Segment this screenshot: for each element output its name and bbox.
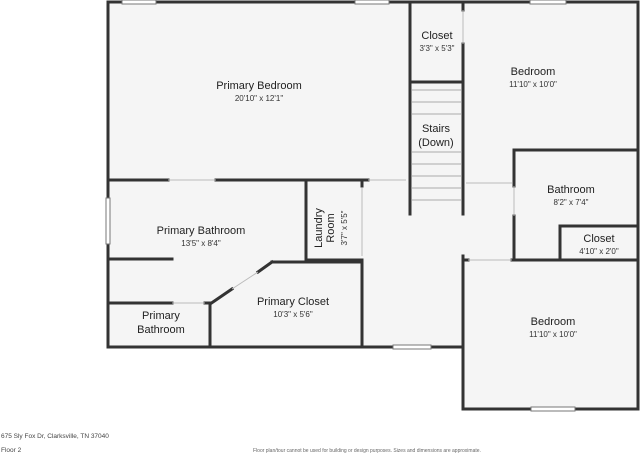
window (529, 0, 567, 5)
laundry-room-label: Laundry (313, 208, 325, 248)
closet-small-dims: 4'10" x 2'0" (579, 247, 619, 256)
windows (105, 0, 576, 412)
window (354, 0, 390, 5)
stair-treads (412, 89, 461, 201)
bedroom-bottom-label: Bedroom (531, 316, 576, 328)
primary-bathroom-small-label: Primary (142, 310, 180, 322)
closet-top-label: Closet (421, 30, 452, 42)
floor-label: Floor 2 (1, 447, 22, 454)
bedroom-top-dims: 11'10" x 10'0" (509, 80, 557, 89)
bedroom-top-label: Bedroom (511, 66, 556, 78)
window (530, 406, 576, 412)
laundry-room-dims: 3'7" x 5'5" (340, 210, 349, 245)
primary-closet-dims: 10'3" x 5'6" (273, 310, 313, 319)
primary-bathroom-small-label-line2: Bathroom (137, 324, 185, 336)
closet-top-dims: 3'3" x 5'3" (420, 44, 455, 53)
primary-closet-label: Primary Closet (257, 296, 329, 308)
window (392, 344, 432, 350)
stairs-direction: (Down) (418, 137, 453, 149)
bedroom-bottom-dims: 11'10" x 10'0" (529, 330, 577, 339)
primary-bedroom-dims: 20'10" x 12'1" (235, 94, 283, 103)
disclaimer: Floor plan/tour cannot be used for build… (253, 448, 481, 454)
property-address: 675 Sly Fox Dr, Clarksville, TN 37040 (1, 433, 109, 440)
stairs-label: Stairs (422, 123, 451, 135)
room-labels: Primary Bedroom 20'10" x 12'1" Closet 3'… (137, 30, 619, 339)
walls (106, 0, 640, 411)
laundry-room-label-line2: Room (325, 213, 337, 242)
primary-bathroom-label: Primary Bathroom (157, 225, 246, 237)
window (105, 197, 111, 245)
window (121, 0, 157, 5)
openings (168, 10, 515, 304)
bathroom-dims: 8'2" x 7'4" (554, 198, 589, 207)
bathroom-label: Bathroom (547, 184, 595, 196)
floor-fills (108, 2, 638, 409)
primary-bedroom-label: Primary Bedroom (216, 80, 302, 92)
closet-small-label: Closet (583, 233, 614, 245)
primary-bathroom-dims: 13'5" x 8'4" (181, 239, 221, 248)
